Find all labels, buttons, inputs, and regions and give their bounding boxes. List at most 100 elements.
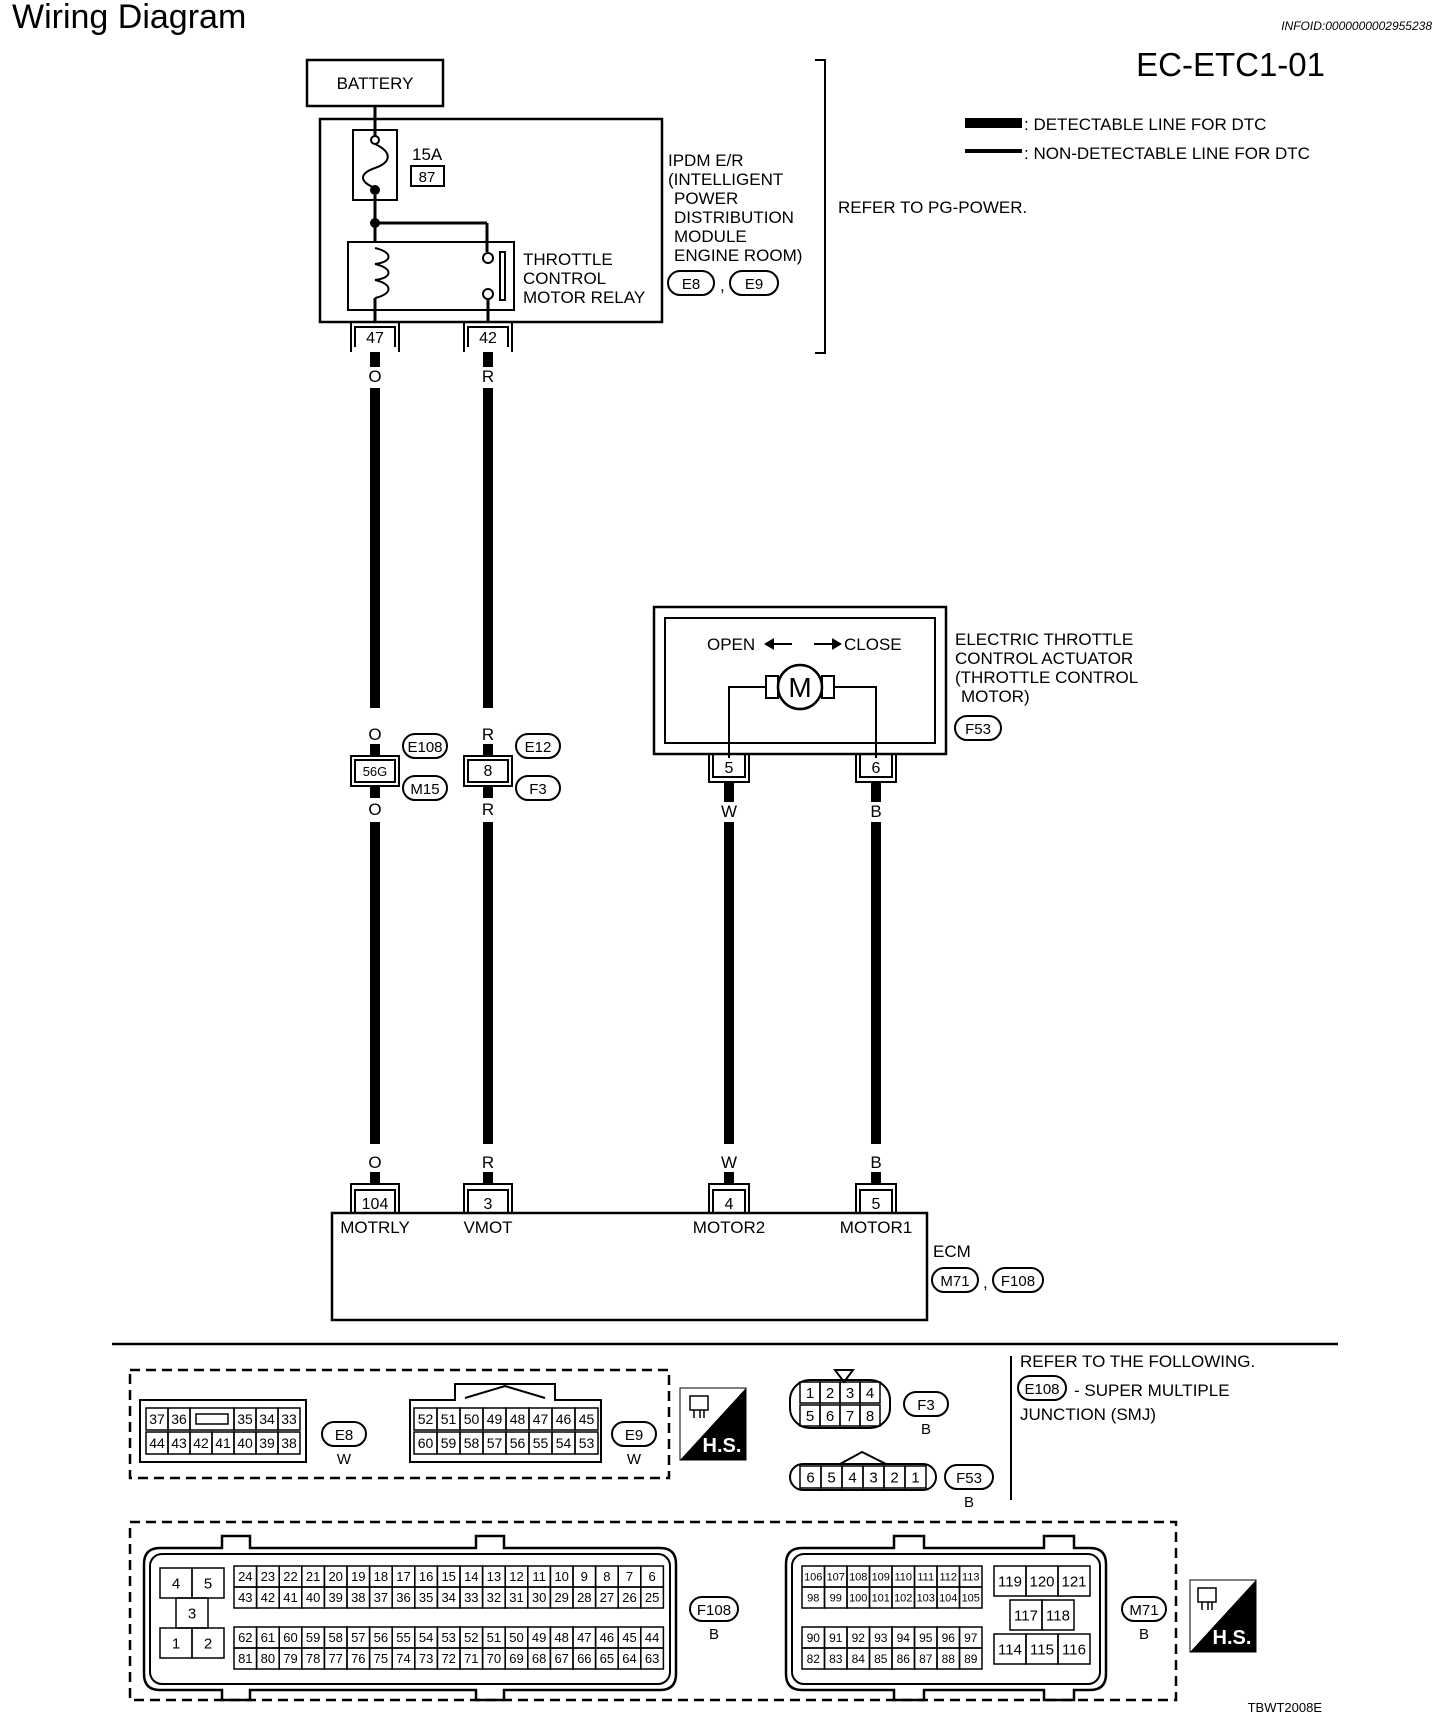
m71-pin-label: 106 — [804, 1571, 822, 1583]
close-arrow-icon — [832, 638, 842, 650]
m71-pin-label: 100 — [849, 1592, 867, 1604]
smj-tag-m15 — [402, 775, 448, 801]
e8-pin-label: 39 — [259, 1435, 275, 1451]
ecm-conn-m71: M71 — [940, 1273, 969, 1290]
wire-r-stub-upper — [483, 352, 493, 367]
relay-label-2: CONTROL — [523, 269, 606, 288]
f108-pin-label: 45 — [622, 1630, 636, 1645]
open-arrow-icon — [764, 638, 774, 650]
ipdm-conn-1: E8 — [682, 276, 700, 293]
f108-pin-label: 41 — [283, 1590, 297, 1605]
m71-pin-label: 119 — [998, 1573, 1022, 1590]
m71-pin-cell — [1041, 1599, 1075, 1631]
ipdm-bracket — [815, 59, 826, 354]
f108-pin-label: 40 — [306, 1590, 320, 1605]
e8-tag — [321, 1421, 367, 1447]
ecm-pin-5 — [855, 1183, 897, 1213]
harness-side-icon — [689, 1395, 709, 1411]
e8-pin-cell — [277, 1431, 301, 1455]
actuator-label-4: MOTOR) — [961, 687, 1030, 706]
refer-conn-tag — [1017, 1375, 1067, 1401]
m71-pin-label: 99 — [830, 1592, 842, 1604]
f108-pin-cell — [191, 1627, 225, 1659]
actuator-inner-box — [664, 617, 936, 744]
f3-pin-cell — [859, 1404, 881, 1427]
e9-pin-label: 52 — [418, 1411, 434, 1427]
f108-pin-label: 65 — [600, 1651, 614, 1666]
f3-key — [833, 1369, 855, 1384]
e8-pin-label: 35 — [237, 1411, 253, 1427]
relay-switch-arm — [499, 251, 506, 301]
wire-r-label-4: R — [482, 1153, 494, 1172]
wire-r-stub-smj-top — [483, 744, 493, 756]
f108-pin-label: 23 — [261, 1569, 275, 1584]
f108-pin-label: 34 — [441, 1590, 455, 1605]
wire-r-stub-smj-bottom — [483, 786, 493, 798]
m71-tag-label: M71 — [1129, 1602, 1158, 1619]
e8-pin-label: 37 — [149, 1411, 165, 1427]
e9-connector-outer — [409, 1383, 602, 1463]
m71-pin-label: 95 — [919, 1631, 933, 1645]
m71-pin-label: 91 — [829, 1631, 843, 1645]
ecm-pin-4-label: 4 — [725, 1196, 734, 1213]
m71-pin-label: 111 — [917, 1571, 934, 1583]
f3-pin-label: 6 — [826, 1408, 834, 1425]
wire-r-upper — [483, 388, 493, 708]
m71-pin-label: 103 — [917, 1592, 935, 1604]
f108-pin-label: 79 — [283, 1651, 297, 1666]
wire-w-label-2: W — [721, 1153, 737, 1172]
relay-coil — [374, 247, 390, 299]
m71-pin-label: 107 — [827, 1571, 845, 1583]
wire-r-stub-ecm — [483, 1172, 493, 1184]
m71-pin-label: 94 — [897, 1631, 911, 1645]
f108-pin-label: 19 — [351, 1569, 365, 1584]
m71-pin-label: 87 — [919, 1652, 933, 1666]
m71-pin-label: 113 — [962, 1571, 980, 1583]
wire-o-label-4: O — [368, 1153, 381, 1172]
f53-pin-label: 5 — [827, 1469, 835, 1486]
e8-pin-label: 40 — [237, 1435, 253, 1451]
actuator-outer-box — [652, 605, 948, 756]
f108-pin-label: 18 — [374, 1569, 388, 1584]
motor-lead-right — [834, 686, 877, 758]
f108-pin-label: 37 — [374, 1590, 388, 1605]
m71-color: B — [1139, 1626, 1149, 1643]
wire-r-lower — [483, 822, 493, 1144]
ipdm-conn-2: E9 — [745, 276, 763, 293]
f108-pin-label: 61 — [261, 1630, 275, 1645]
ecm-pin-3-label: 3 — [484, 1196, 493, 1213]
m71-pin-label: 117 — [1014, 1607, 1038, 1624]
f108-pin-label: 32 — [487, 1590, 501, 1605]
f108-pin-label: 47 — [577, 1630, 591, 1645]
wire-o-label-3: O — [368, 800, 381, 819]
f108-pin-label: 15 — [441, 1569, 455, 1584]
f108-pin-label: 14 — [464, 1569, 478, 1584]
e9-pin-label: 45 — [579, 1411, 595, 1427]
f108-pin-label: 74 — [396, 1651, 410, 1666]
f3-pin-label: 8 — [866, 1408, 874, 1425]
diagram-code: EC-ETC1-01 — [1136, 46, 1325, 83]
f3-connector-outer — [789, 1379, 891, 1429]
f108-pin-label: 51 — [487, 1630, 501, 1645]
smj-tag-e12 — [515, 733, 561, 759]
wire-b-stub-ecm — [871, 1172, 881, 1184]
ipdm-pin-47-label: 47 — [366, 330, 384, 347]
wire-b-label-2: B — [870, 1153, 881, 1172]
f108-tag — [689, 1596, 739, 1622]
m71-pin-label: 116 — [1062, 1641, 1086, 1658]
ecm-pin-104-label: 104 — [362, 1196, 389, 1213]
m71-connector-inner — [791, 1553, 1101, 1685]
smj-pin-56g-label: 56G — [363, 764, 388, 779]
e9-tag — [611, 1421, 657, 1447]
f108-pin-label: 11 — [532, 1569, 546, 1584]
e9-pin-cell — [574, 1407, 599, 1431]
e9-key — [464, 1384, 546, 1399]
f108-pin-label: 44 — [645, 1630, 659, 1645]
f108-pin-label: 56 — [374, 1630, 388, 1645]
e8-lock-tab — [195, 1413, 229, 1425]
f108-pin-label: 30 — [532, 1590, 546, 1605]
ecm-conn-tag-f108 — [992, 1267, 1044, 1293]
ecm-signal-vmot: VMOT — [463, 1218, 512, 1237]
